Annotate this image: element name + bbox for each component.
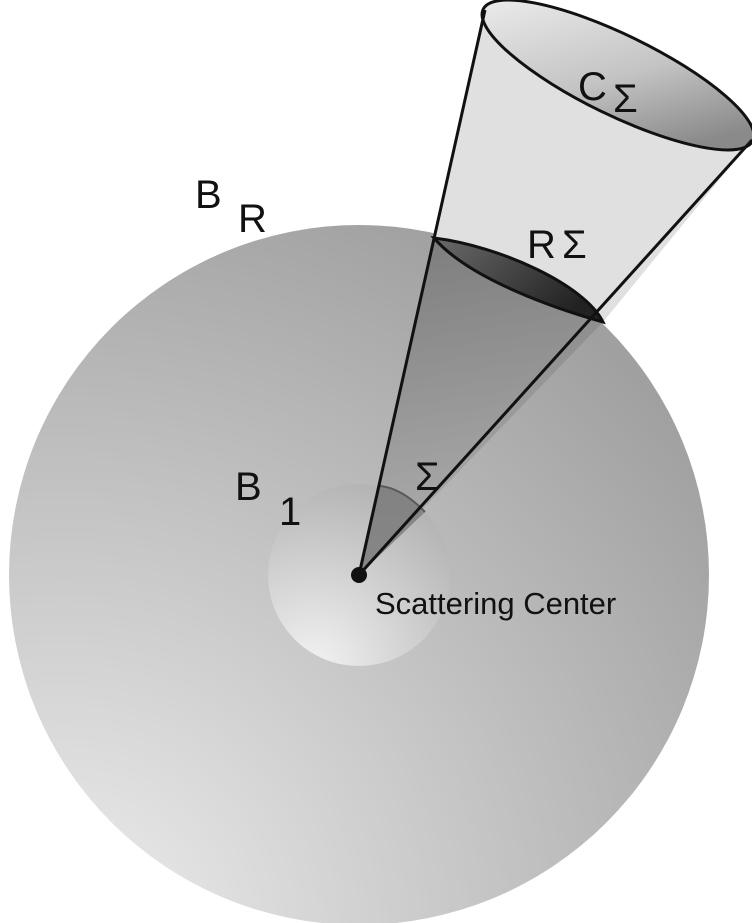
label-scattering-center: Scattering Center bbox=[375, 586, 616, 621]
label-b-r-subscript: R bbox=[238, 197, 267, 241]
label-b-1-main: B bbox=[235, 465, 262, 509]
cone-interior-wedge bbox=[359, 238, 603, 575]
cone-edge-right bbox=[357, 138, 752, 577]
cone-exterior bbox=[434, 10, 752, 322]
scaled-patch-r-sigma bbox=[430, 236, 606, 325]
cone-edge-left bbox=[357, 9, 487, 576]
scattering-center-dot bbox=[351, 567, 367, 583]
label-r-sigma-symbol: Σ bbox=[562, 223, 587, 267]
label-b-1-subscript: 1 bbox=[279, 490, 301, 534]
label-sigma: Σ bbox=[415, 455, 440, 499]
cone-cap-c-sigma bbox=[480, 0, 752, 152]
label-r-sigma-main: R bbox=[527, 223, 556, 267]
unit-patch-sigma bbox=[359, 486, 425, 575]
label-c-sigma-main: C bbox=[578, 65, 607, 109]
label-b-r-main: B bbox=[195, 173, 222, 217]
label-c-sigma-symbol: Σ bbox=[613, 77, 638, 121]
